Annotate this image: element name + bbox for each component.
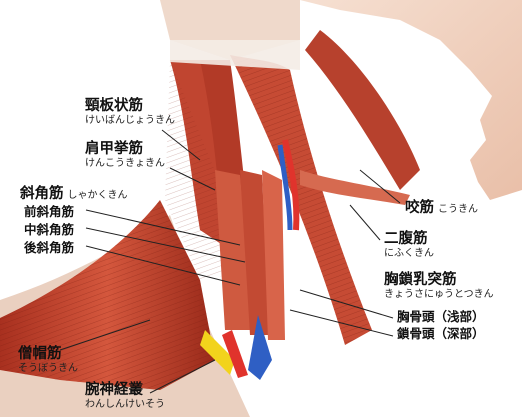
label-brachial-sub: わんしんけいそう [85,399,165,411]
masseter-muscle [305,30,420,190]
label-scm-sub: きょうさにゅうとつきん [384,289,494,301]
label-splenius-main: 頸板状筋 [85,98,175,115]
label-scalene-sub: しゃかくきん [68,190,128,201]
label-splenius: 頸板状筋 けいばんじょうきん [85,98,175,126]
label-brachial: 腕神経叢 わんしんけいそう [85,382,165,410]
label-digastric: 二腹筋 にふくきん [384,231,434,259]
label-trapezius-main: 僧帽筋 [18,346,78,363]
label-levator-main: 肩甲挙筋 [85,141,165,158]
label-levator-sub: けんこうきょきん [85,158,165,170]
label-trapezius: 僧帽筋 そうぼうきん [18,346,78,374]
label-masseter-main: 咬筋 [405,200,434,216]
label-scalene-posterior: 後斜角筋 [24,241,74,255]
label-scalene-main: 斜角筋 [20,186,64,202]
label-masseter: 咬筋こうきん [405,198,478,217]
label-levator: 肩甲挙筋 けんこうきょきん [85,141,165,169]
label-scm-sternal: 胸骨頭（浅部） [397,310,485,324]
label-masseter-sub: こうきん [438,204,478,215]
label-digastric-sub: にふくきん [384,248,434,260]
label-splenius-sub: けいばんじょうきん [85,115,175,127]
leader-digastric [350,205,380,240]
label-scm: 胸鎖乳突筋 きょうさにゅうとつきん [384,272,494,300]
label-scalene-middle: 中斜角筋 [24,223,74,237]
label-brachial-main: 腕神経叢 [85,382,165,399]
label-scm-main: 胸鎖乳突筋 [384,272,494,289]
label-trapezius-sub: そうぼうきん [18,363,78,375]
label-scm-clavicular: 鎖骨頭（深部） [397,327,485,341]
label-digastric-main: 二腹筋 [384,231,434,248]
label-scalene-anterior: 前斜角筋 [24,205,74,219]
label-scalene: 斜角筋しゃかくきん [20,184,128,203]
